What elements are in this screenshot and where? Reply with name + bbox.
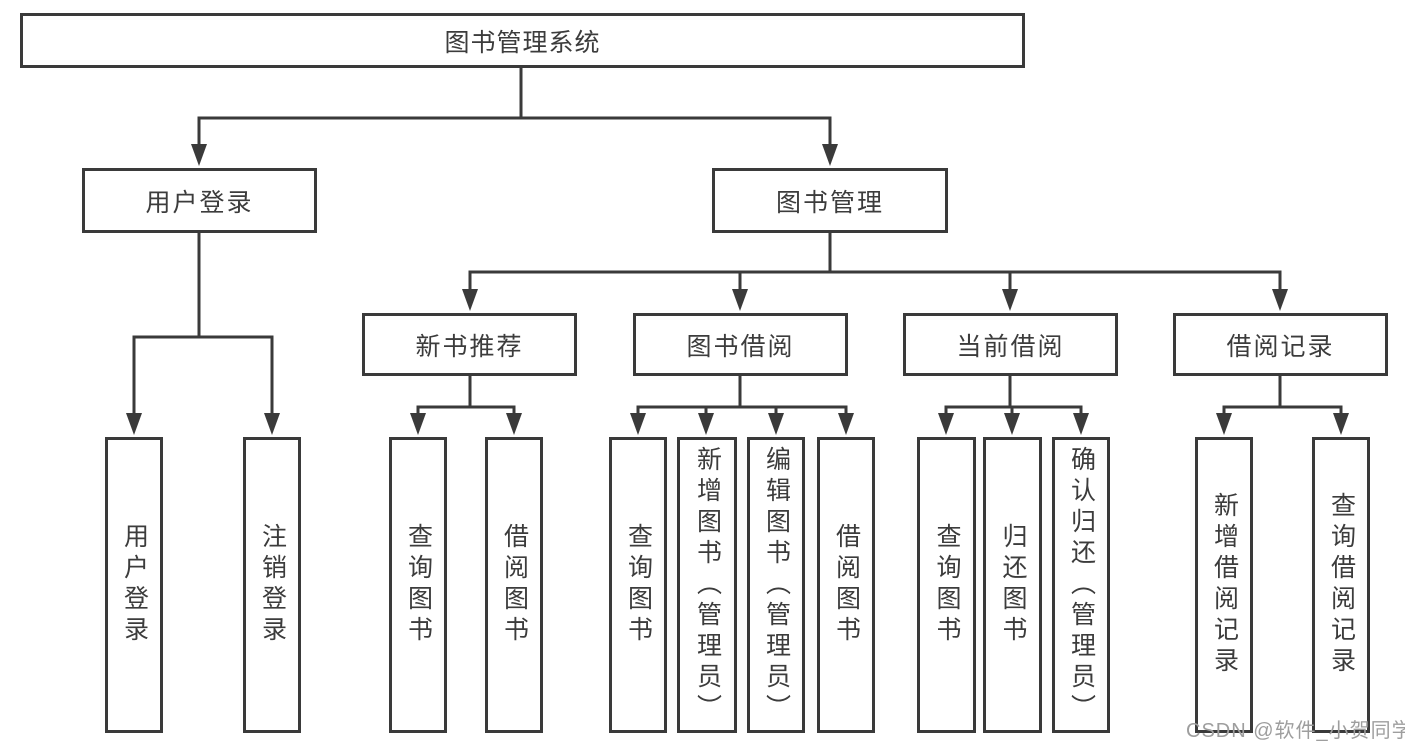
node-user-login: 用户登录 — [82, 168, 317, 233]
leaf-borrow-books: 借阅图书 — [817, 437, 875, 733]
leaf-label: 归还图书 — [999, 523, 1027, 647]
node-label: 新书推荐 — [415, 332, 524, 361]
leaf-add-borrow-record: 新增借阅记录 — [1195, 437, 1253, 733]
leaf-user-login: 用户登录 — [105, 437, 163, 733]
leaf-query-books-current: 查询图书 — [917, 437, 976, 733]
csdn-watermark: CSDN @软件_小贺同学 — [1186, 720, 1405, 742]
leaf-label: 查询图书 — [404, 523, 433, 647]
leaf-query-books-borrow: 查询图书 — [609, 437, 667, 733]
leaf-label: 确认归还（管理员） — [1067, 445, 1096, 725]
node-system-root: 图书管理系统 — [20, 13, 1025, 68]
node-book-management: 图书管理 — [712, 168, 948, 233]
leaf-borrow-books-recommend: 借阅图书 — [485, 437, 543, 733]
node-current-borrowing: 当前借阅 — [903, 313, 1118, 376]
leaf-logout: 注销登录 — [243, 437, 301, 733]
node-label: 当前借阅 — [956, 332, 1065, 361]
node-label: 图书管理系统 — [444, 28, 601, 57]
leaf-label: 新增借阅记录 — [1210, 492, 1239, 678]
leaf-label: 编辑图书（管理员） — [762, 445, 791, 725]
leaf-query-books-recommend: 查询图书 — [389, 437, 447, 733]
node-book-borrowing: 图书借阅 — [633, 313, 848, 376]
leaf-label: 借阅图书 — [500, 523, 529, 647]
node-label: 用户登录 — [145, 188, 254, 217]
leaf-label: 查询借阅记录 — [1327, 492, 1356, 678]
leaf-label: 新增图书（管理员） — [693, 445, 722, 725]
node-label: 图书借阅 — [686, 332, 795, 361]
leaf-edit-books-admin: 编辑图书（管理员） — [747, 437, 805, 733]
node-label: 图书管理 — [775, 188, 884, 217]
leaf-query-borrow-record: 查询借阅记录 — [1312, 437, 1370, 733]
node-new-book-recommendation: 新书推荐 — [362, 313, 577, 376]
leaf-return-books: 归还图书 — [983, 437, 1042, 733]
node-label: 借阅记录 — [1226, 332, 1335, 361]
leaf-label: 用户登录 — [120, 523, 149, 647]
leaf-label: 查询图书 — [933, 523, 961, 647]
node-borrowing-records: 借阅记录 — [1173, 313, 1388, 376]
leaf-label: 注销登录 — [258, 523, 287, 647]
leaf-confirm-return-admin: 确认归还（管理员） — [1052, 437, 1110, 733]
leaf-label: 借阅图书 — [832, 523, 861, 647]
leaf-label: 查询图书 — [624, 523, 653, 647]
leaf-add-books-admin: 新增图书（管理员） — [677, 437, 737, 733]
